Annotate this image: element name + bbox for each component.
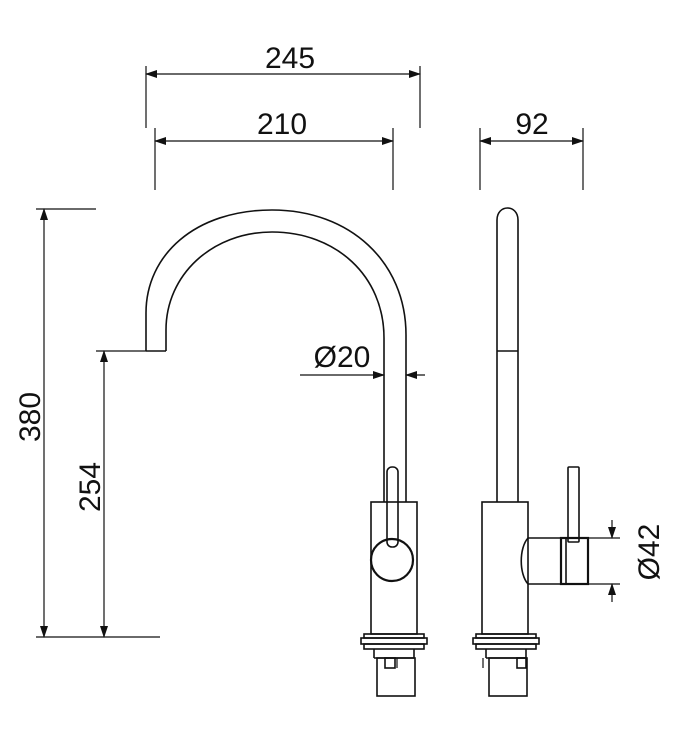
lever-handle — [386, 466, 399, 548]
dimension-handle-diameter: Ø42 — [588, 520, 666, 602]
dimension-label-total-height: 380 — [14, 392, 47, 442]
dimension-label-handle-diameter: Ø42 — [633, 524, 666, 581]
faucet-front-view — [145, 209, 428, 697]
faucet-body — [370, 501, 418, 635]
mounting-shank — [376, 657, 416, 697]
side-lever — [567, 466, 580, 543]
dimension-label-spout-height: 254 — [74, 462, 107, 512]
dimension-side-depth: 92 — [479, 108, 584, 190]
side-handle-cylinder — [520, 537, 562, 585]
dimension-overall-width: 245 — [145, 42, 421, 128]
dimension-spout-reach: 210 — [154, 108, 394, 190]
side-mounting-shank — [488, 657, 528, 697]
faucet-side-view — [472, 207, 590, 697]
dimension-label-spout-diameter: Ø20 — [314, 341, 371, 374]
dimension-total-height: 380 — [14, 208, 160, 638]
dimension-label-overall-width: 245 — [265, 42, 315, 75]
dimension-spout-height: 254 — [74, 350, 146, 638]
side-spout — [496, 207, 519, 502]
dimension-label-side-depth: 92 — [515, 108, 548, 141]
spout-outline — [145, 209, 407, 502]
handle-knob — [369, 537, 415, 583]
dimension-spout-diameter: Ø20 — [300, 341, 425, 379]
dimension-label-spout-reach: 210 — [257, 108, 307, 141]
spout-inner-outline — [165, 231, 385, 502]
